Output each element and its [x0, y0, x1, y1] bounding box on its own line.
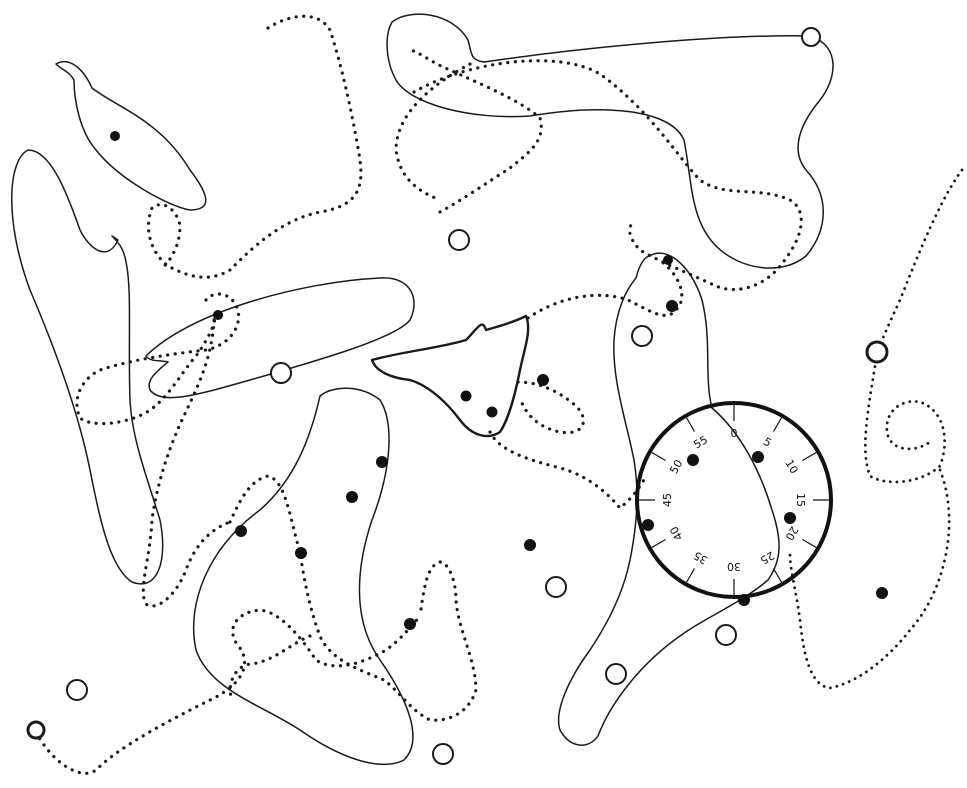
filled-dot: [295, 547, 307, 559]
dial-label: 55: [691, 433, 710, 451]
open-ring: [449, 230, 469, 250]
dial-label: 15: [794, 493, 807, 507]
dotted-path-right-spiral: [865, 360, 944, 482]
dotted-path-cat-dial: [528, 262, 682, 318]
dial-labels: 0 5 10 15 20 25 30 35 40 45 50 55: [661, 427, 807, 573]
dotted-paths: [36, 16, 962, 773]
filled-dot: [537, 374, 549, 386]
filled-dot: [404, 618, 416, 630]
dotted-path-top-right-run: [414, 61, 801, 290]
open-ring: [632, 326, 652, 346]
dial-label: 10: [782, 457, 800, 476]
dial-label: 25: [758, 548, 777, 566]
dial-label: 0: [731, 427, 738, 440]
filled-dot: [346, 491, 358, 503]
filled-dot: [666, 300, 678, 312]
cat-head-outline: [372, 316, 528, 436]
leaf-outline-top-left: [56, 62, 206, 210]
dotted-path-far-right: [876, 170, 962, 352]
dial-tick: [774, 568, 783, 584]
filled-dot: [876, 587, 888, 599]
dial-label: 40: [667, 524, 685, 543]
open-ring: [546, 577, 566, 597]
dotted-path-right-lower: [790, 470, 949, 688]
dial-tick: [650, 452, 666, 461]
filled-dot: [784, 512, 796, 524]
dotted-path-bottom-mid: [230, 636, 310, 700]
dial-label: 30: [727, 560, 741, 573]
open-ring: [606, 664, 626, 684]
dotted-path-top-left: [149, 16, 361, 277]
bottom-center-blob: [194, 388, 413, 764]
open-ring: [271, 363, 291, 383]
open-ring: [802, 28, 820, 46]
open-ring: [716, 625, 736, 645]
open-ring: [867, 342, 887, 362]
dotted-path-mid: [396, 64, 470, 200]
filled-dot: [524, 539, 536, 551]
filled-dot: [642, 519, 654, 531]
dial-tick: [802, 540, 818, 549]
filled-dot: [487, 407, 498, 418]
top-serpentine-outline: [387, 14, 833, 268]
dotted-path-center: [410, 50, 541, 212]
open-ring: [433, 744, 453, 764]
long-loop-left: [12, 150, 163, 584]
dotted-path-bottom-left: [36, 610, 420, 773]
filled-dot: [752, 451, 764, 463]
dotted-path-cat-tail: [518, 382, 583, 433]
open-rings: [28, 28, 887, 764]
dial-tick: [802, 452, 818, 461]
filled-dot: [663, 255, 673, 265]
filled-dot: [235, 525, 247, 537]
dotted-path-bottom-center: [230, 476, 476, 720]
dial-label: 50: [667, 457, 685, 476]
dial-label: 5: [761, 435, 774, 450]
filled-dot: [213, 310, 223, 320]
filled-dot: [461, 391, 472, 402]
dotted-path-cat-loop: [490, 432, 646, 508]
dial: 0 5 10 15 20 25 30 35 40 45 50 55: [637, 403, 831, 597]
dial-label: 35: [691, 548, 710, 566]
filled-dot: [687, 454, 699, 466]
open-ring: [67, 680, 87, 700]
filled-dot: [110, 131, 120, 141]
dial-tick: [686, 416, 695, 432]
dial-label: 45: [661, 493, 674, 507]
open-ring: [28, 722, 44, 738]
filled-dot: [376, 456, 388, 468]
dial-tick: [686, 568, 695, 584]
dial-tick: [650, 540, 666, 549]
dial-label: 20: [782, 524, 800, 543]
dotted-path-left-down: [143, 320, 230, 606]
dial-tick: [774, 416, 783, 432]
solid-outlines: [12, 14, 833, 764]
